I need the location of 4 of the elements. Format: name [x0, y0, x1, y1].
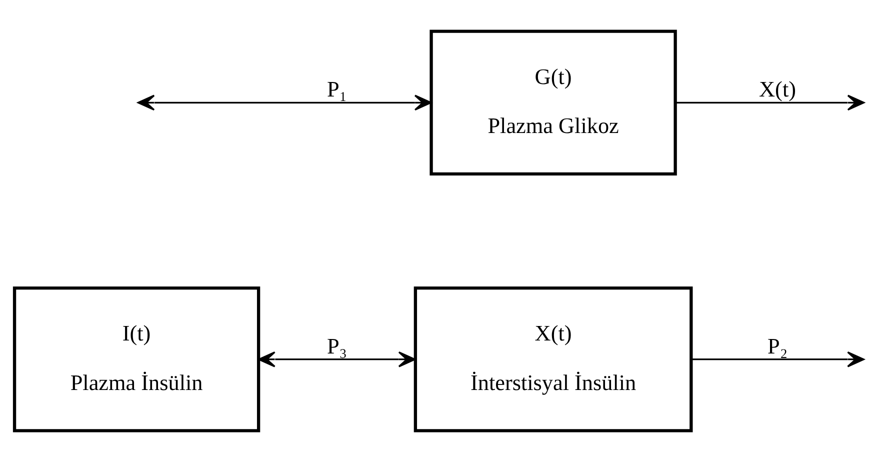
edge-label: P₁: [326, 76, 348, 102]
edge-label: P₂: [767, 332, 788, 358]
edge-label: P₃: [326, 332, 348, 358]
edge-label: X(t): [759, 76, 796, 102]
